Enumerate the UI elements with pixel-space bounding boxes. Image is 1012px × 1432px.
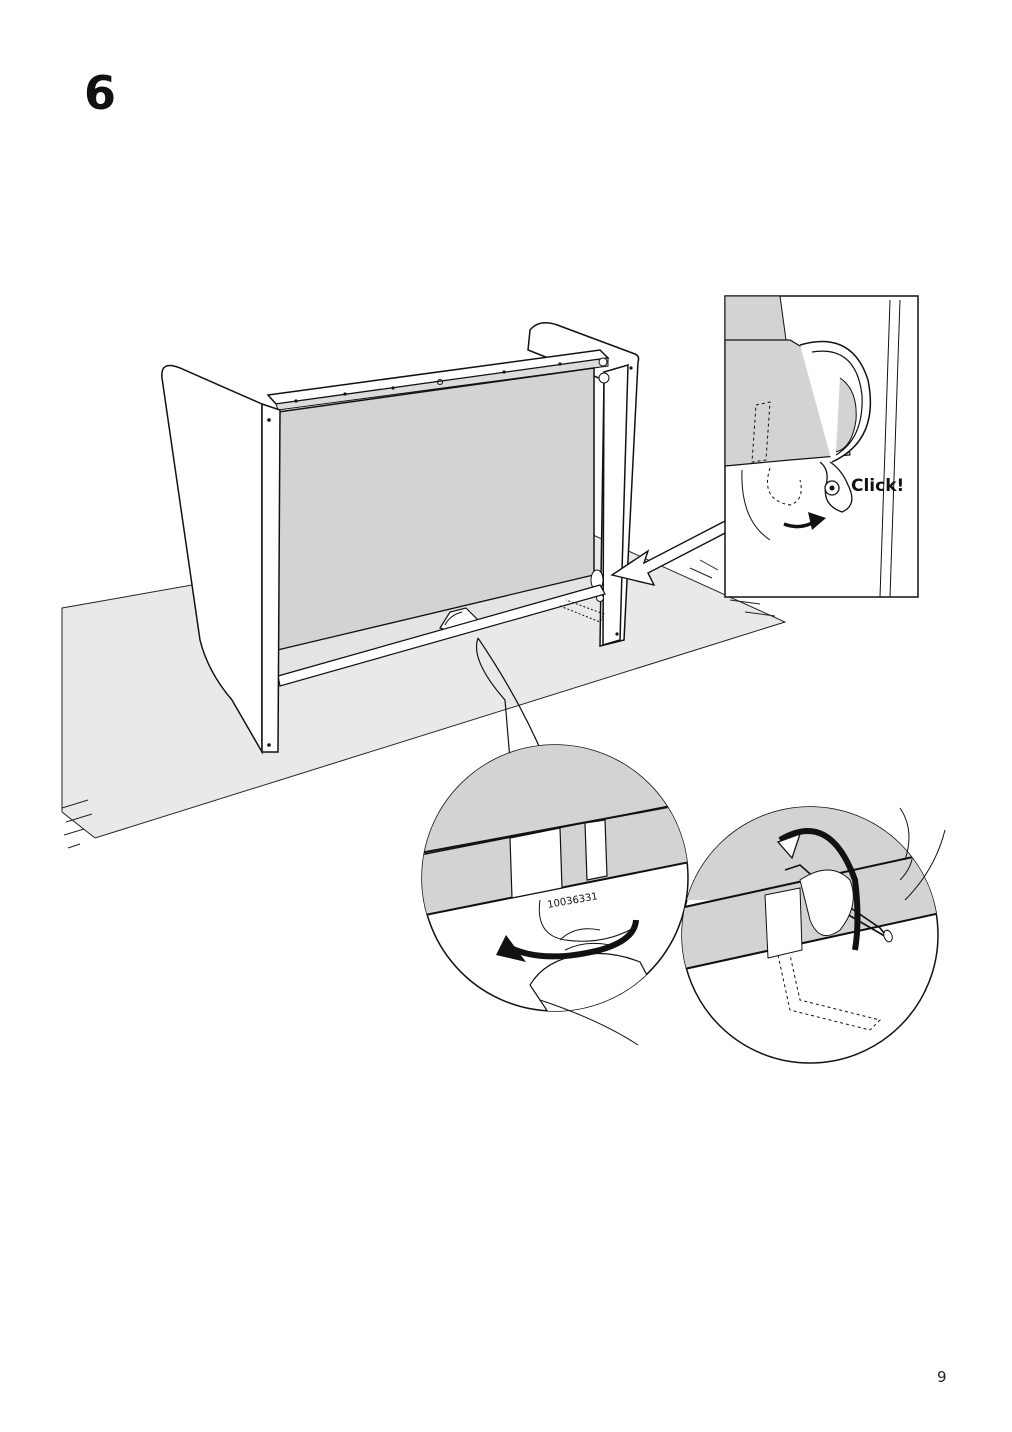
click-label: Click! — [851, 476, 904, 496]
step-number: 6 — [84, 66, 117, 120]
click-detail-box: Click! — [724, 295, 919, 598]
zoom-circle-crank-left: 10036331 — [421, 744, 689, 1046]
page-number: 9 — [937, 1368, 947, 1386]
zoom-circle-crank-right — [681, 806, 946, 1064]
